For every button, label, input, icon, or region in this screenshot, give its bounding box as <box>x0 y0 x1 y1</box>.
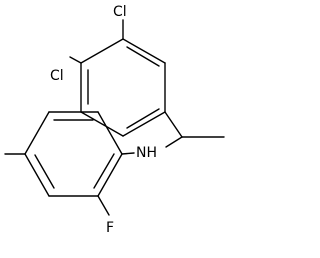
cl-side-bond <box>69 56 82 64</box>
cl-top-label: Cl <box>113 4 127 20</box>
nh-ring-bond <box>121 152 135 155</box>
f-bond <box>97 195 110 216</box>
nh-label: NH <box>136 145 157 161</box>
fluoromethylphenyl-ring <box>24 111 123 197</box>
dichlorophenyl-ring <box>80 38 166 137</box>
chemical-structure-diagram: Cl Cl NH F <box>4 4 225 236</box>
f-label: F <box>106 220 114 236</box>
cl-side-label: Cl <box>50 68 64 84</box>
ch-nh-bond <box>165 136 183 148</box>
ring-ch-bond <box>164 111 183 138</box>
